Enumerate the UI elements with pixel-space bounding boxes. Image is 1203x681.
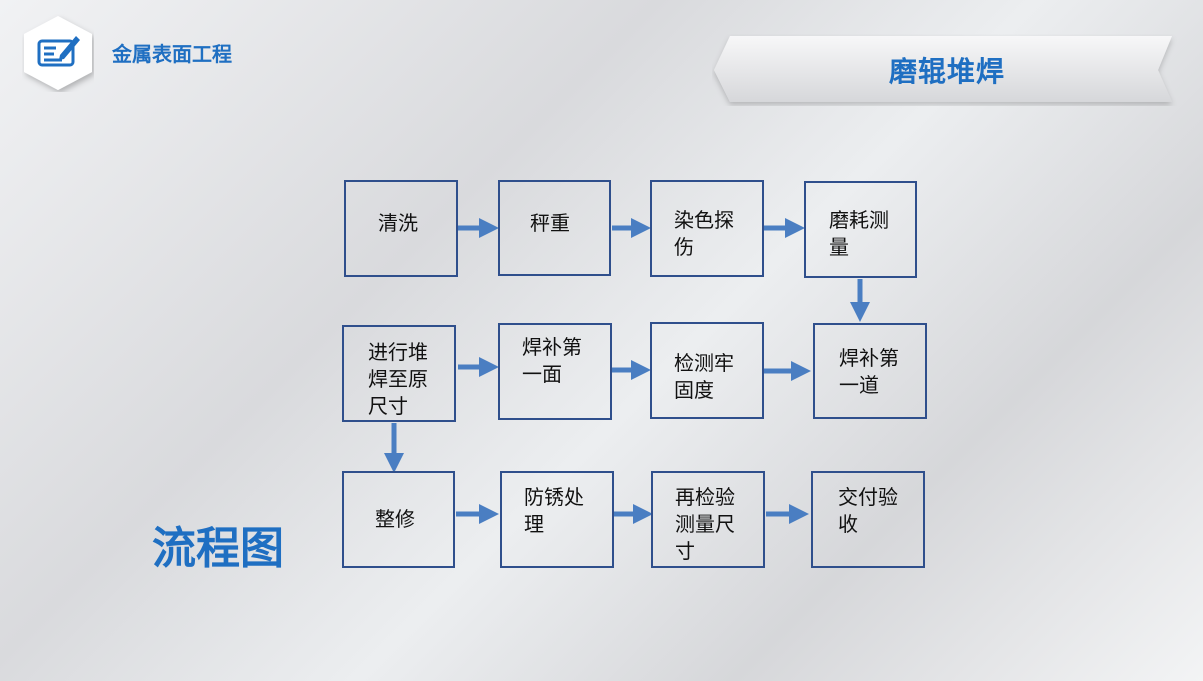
step-box-weld-first-side: 焊补第 一面	[498, 323, 612, 420]
step-box-wear-measurement: 磨耗测 量	[804, 181, 917, 278]
page-title: 磨辊堆焊	[888, 55, 1005, 88]
step-label: 磨耗测 量	[829, 208, 889, 259]
step-box-dye-inspection: 染色探 伤	[650, 180, 764, 277]
flow-chart-label: 流程图	[152, 523, 284, 574]
logo-badge	[24, 16, 92, 90]
step-box-delivery-acceptance: 交付验 收	[811, 471, 925, 568]
edit-note-icon	[37, 36, 80, 67]
step-label: 焊补第 一道	[839, 346, 899, 397]
step-label: 整修	[375, 507, 415, 531]
step-label: 秤重	[530, 211, 570, 235]
step-label: 防锈处 理	[524, 485, 584, 536]
step-label: 交付验 收	[838, 485, 898, 536]
step-box-cleaning: 清洗	[344, 180, 458, 277]
step-label: 焊补第 一面	[522, 335, 582, 386]
step-label: 再检验 测量尺 寸	[675, 485, 735, 563]
step-box-weld-first-pass: 焊补第 一道	[813, 323, 927, 419]
brand-title: 金属表面工程	[112, 42, 232, 66]
step-box-firmness-check: 检测牢 固度	[650, 322, 764, 419]
step-box-finishing: 整修	[342, 471, 455, 568]
step-box-rust-prevention: 防锈处 理	[500, 471, 614, 568]
step-label: 检测牢 固度	[674, 351, 734, 402]
step-box-overlay-welding: 进行堆 焊至原 尺寸	[342, 325, 456, 422]
step-label: 染色探 伤	[674, 208, 734, 259]
step-label: 清洗	[378, 211, 418, 235]
step-label: 进行堆 焊至原 尺寸	[368, 340, 428, 418]
title-banner	[714, 36, 1172, 102]
step-box-weighing: 秤重	[498, 180, 611, 276]
step-box-remeasure: 再检验 测量尺 寸	[651, 471, 765, 568]
